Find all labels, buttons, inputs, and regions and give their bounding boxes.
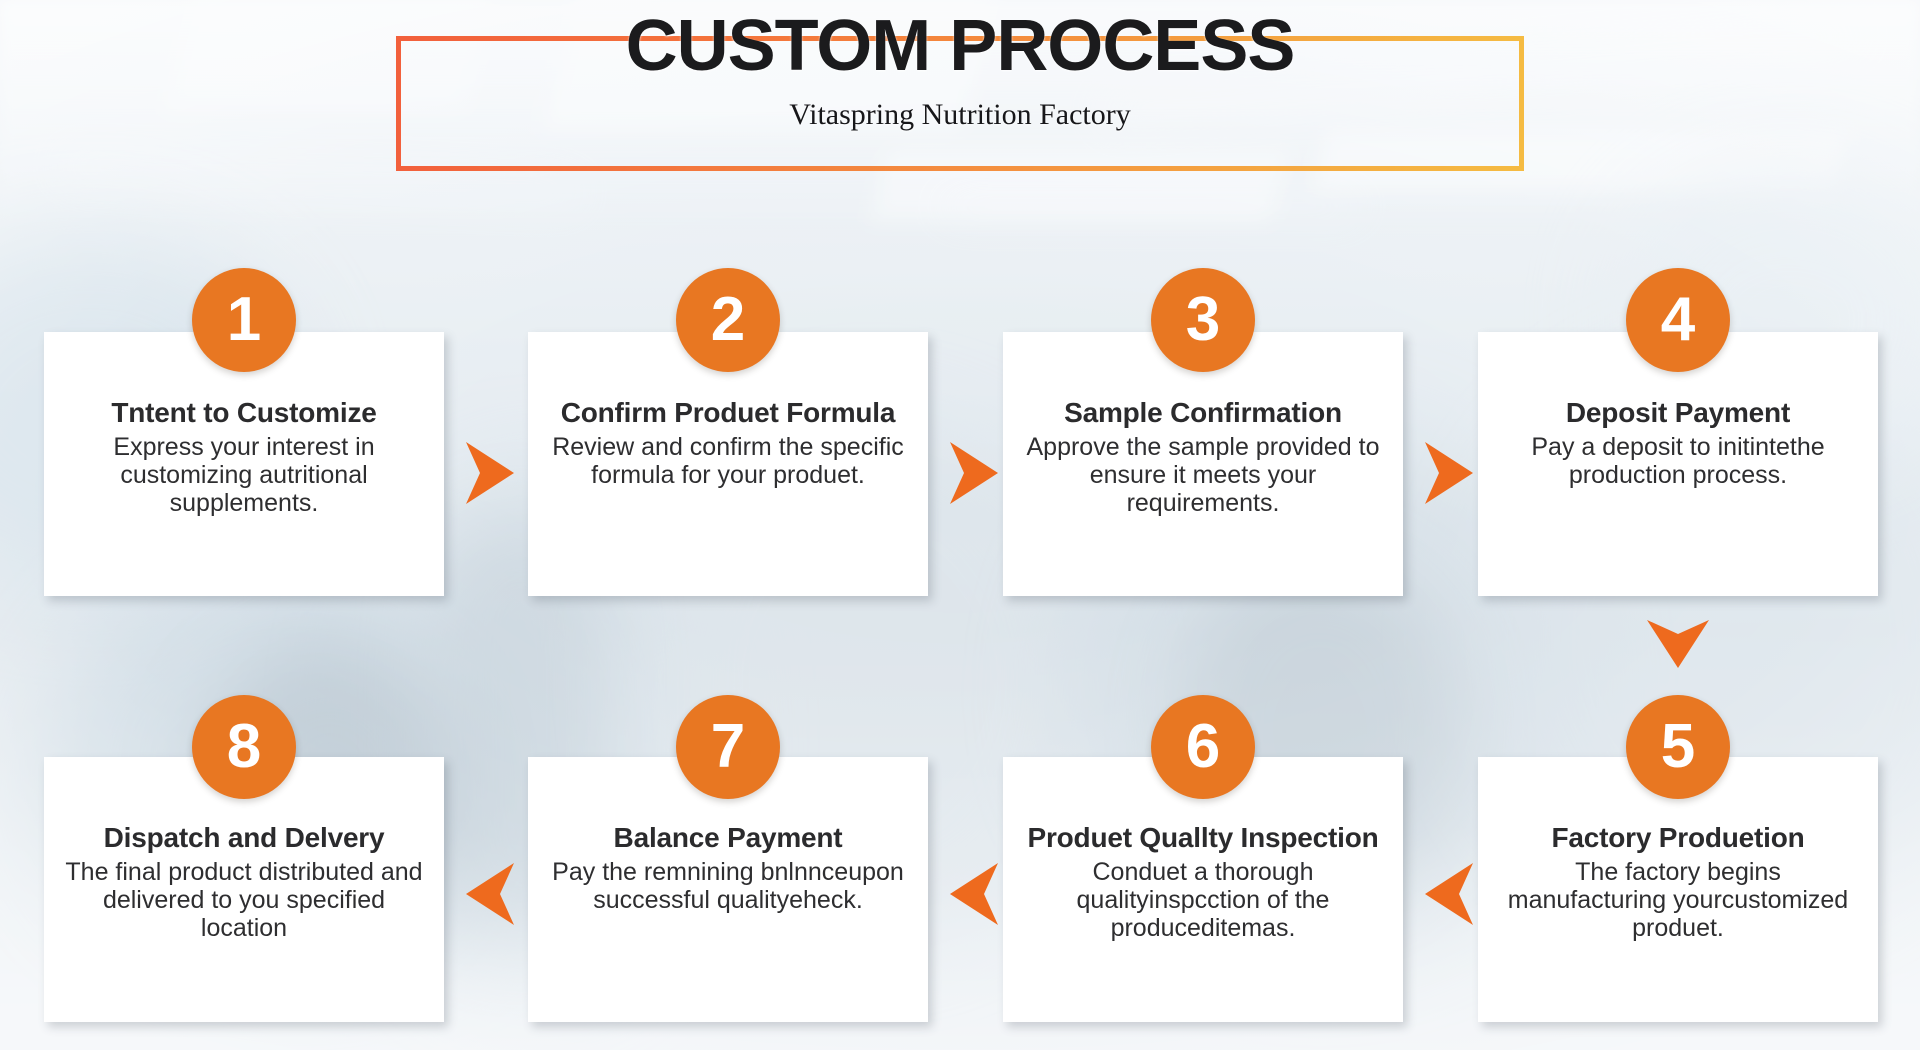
step-card-description: Conduet a thorough qualityinspcction of … [1076, 858, 1330, 943]
step-card-title: Produet Quallty Inspection [1027, 822, 1379, 853]
step-card-title: Tntent to Customize [111, 397, 377, 428]
step-card-description: Pay a deposit to initintethe production … [1531, 433, 1825, 490]
step-number-badge-4: 4 [1626, 268, 1730, 372]
step-number-badge-7: 7 [676, 695, 780, 799]
arrow-step4-to-step5 [1645, 616, 1711, 672]
step-card-title: Deposit Payment [1565, 397, 1791, 428]
step-card-title: Balance Payment [613, 822, 843, 853]
step-card-6[interactable]: Produet Quallty Inspection Conduet a tho… [1003, 757, 1403, 1022]
header: CUSTOM PROCESS Vitaspring Nutrition Fact… [0, 0, 1920, 176]
arrow-step3-to-step4 [1421, 440, 1477, 506]
step-number-badge-2: 2 [676, 268, 780, 372]
step-card-description: Pay the remnining bnlnnceupon successful… [552, 858, 904, 915]
step-card-description: The factory begins manufacturing yourcus… [1507, 858, 1849, 943]
step-number-badge-6: 6 [1151, 695, 1255, 799]
arrow-step1-to-step2 [462, 440, 518, 506]
title-frame-border [396, 36, 1524, 171]
step-card-7[interactable]: Balance Payment Pay the remnining bnlnnc… [528, 757, 928, 1022]
step-number-badge-5: 5 [1626, 695, 1730, 799]
step-number-badge-8: 8 [192, 695, 296, 799]
step-card-1[interactable]: Tntent to Customize Express your interes… [44, 332, 444, 596]
step-card-8[interactable]: Dispatch and Delvery The final product d… [44, 757, 444, 1022]
arrow-step5-to-step6 [1421, 861, 1477, 927]
step-number-badge-1: 1 [192, 268, 296, 372]
step-card-3[interactable]: Sample Confirmation Approve the sample p… [1003, 332, 1403, 596]
arrow-step7-to-step8 [462, 861, 518, 927]
step-card-2[interactable]: Confirm Produet Formula Review and confi… [528, 332, 928, 596]
step-card-title: Sample Confirmation [1064, 397, 1342, 428]
step-card-description: Review and confirm the specific formula … [552, 433, 904, 490]
step-card-description: Express your interest in customizing aut… [113, 433, 375, 518]
step-card-5[interactable]: Factory Produetion The factory begins ma… [1478, 757, 1878, 1022]
step-card-title: Factory Produetion [1551, 822, 1805, 853]
step-card-4[interactable]: Deposit Payment Pay a deposit to initint… [1478, 332, 1878, 596]
step-card-title: Confirm Produet Formula [560, 397, 896, 428]
step-card-description: The final product distributed and delive… [65, 858, 423, 943]
step-card-title: Dispatch and Delvery [103, 822, 385, 853]
arrow-step6-to-step7 [946, 861, 1002, 927]
arrow-step2-to-step3 [946, 440, 1002, 506]
step-number-badge-3: 3 [1151, 268, 1255, 372]
step-card-description: Approve the sample provided to ensure it… [1026, 433, 1380, 518]
